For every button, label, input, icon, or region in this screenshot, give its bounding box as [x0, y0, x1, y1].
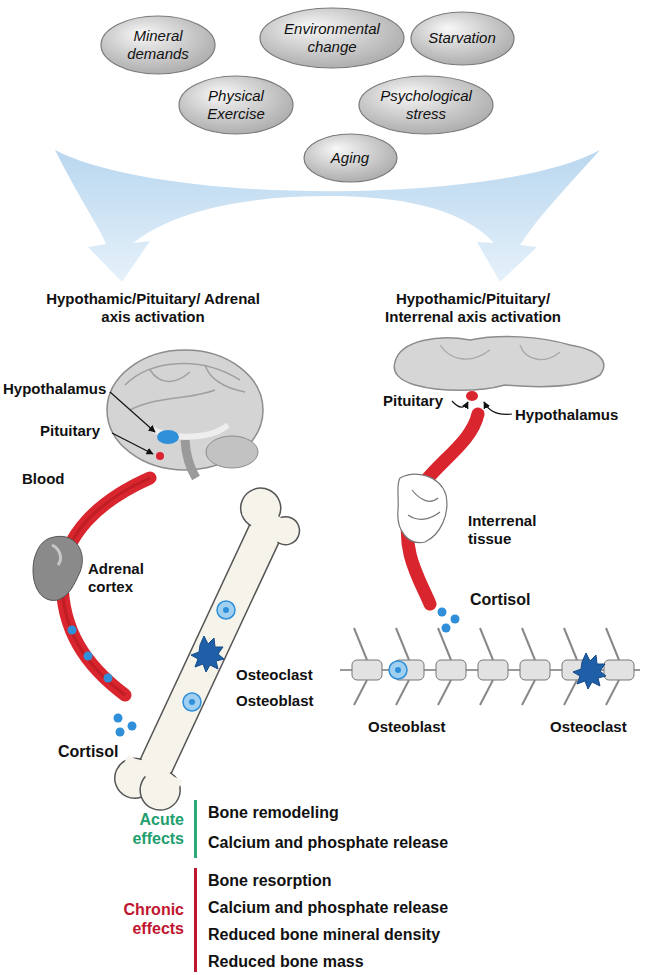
- cortisol-dots: [68, 626, 137, 737]
- stressor-text: Starvation: [428, 29, 496, 47]
- part-label: Pituitary: [40, 422, 100, 440]
- ellipse-outline: [179, 76, 293, 134]
- part-label: Interrenal tissue: [468, 512, 548, 548]
- stressor-ellipse: Mineral demands: [100, 15, 216, 75]
- part-label: Pituitary: [383, 392, 443, 410]
- stressor-ellipse: Aging: [303, 133, 398, 183]
- vertebra: [352, 660, 382, 680]
- stressor-text: Mineral demands: [118, 27, 198, 63]
- cell-label: Osteoblast: [236, 692, 314, 710]
- ellipse-outline: [304, 134, 397, 182]
- stressor-text: Environmental change: [277, 20, 387, 56]
- effect-item: Reduced bone mineral density: [208, 925, 440, 944]
- leader-line: [452, 401, 468, 407]
- haemal-spine: [480, 680, 493, 705]
- haemal-spine: [396, 680, 409, 705]
- ellipse-outline: [359, 76, 493, 134]
- haemal-spine: [606, 680, 619, 705]
- stressor-ellipse: Physical Exercise: [178, 75, 294, 135]
- effect-item: Calcium and phosphate release: [208, 833, 448, 852]
- stressor-ellipse: Psychological stress: [358, 75, 494, 135]
- effect-heading: Chronic effects: [104, 900, 184, 938]
- haemal-spine: [522, 680, 535, 705]
- cortisol-dots: [438, 608, 460, 633]
- axis-heading: Hypothamic/Pituitary/ Interrenal axis ac…: [362, 290, 584, 326]
- kidney: [33, 536, 82, 600]
- leader-line: [112, 433, 153, 454]
- ellipse-outline: [101, 16, 215, 74]
- effect-heading: Acute effects: [108, 810, 184, 848]
- effect-item: Reduced bone mass: [208, 952, 364, 971]
- fish-brain: [394, 337, 603, 401]
- femur: [108, 482, 312, 817]
- vertebra: [478, 660, 508, 680]
- haemal-spine: [354, 680, 367, 705]
- haemal-spine: [564, 680, 577, 705]
- stressor-ellipse: Starvation: [410, 11, 515, 66]
- vertebra: [604, 660, 634, 680]
- stressor-text: Psychological stress: [376, 87, 476, 123]
- interrenal-tissue: [398, 474, 447, 542]
- cell-label: Osteoclast: [236, 666, 313, 684]
- stressor-text: Aging: [331, 149, 369, 167]
- fish-spine: [340, 628, 640, 705]
- neural-spine: [564, 628, 577, 660]
- acute-bar: [194, 800, 197, 858]
- part-label: Blood: [22, 470, 65, 488]
- neural-spine: [606, 628, 619, 660]
- cell-label: Osteoblast: [368, 718, 446, 736]
- neural-spine: [354, 628, 367, 660]
- effect-item: Calcium and phosphate release: [208, 898, 448, 917]
- bone-cells: [389, 653, 606, 689]
- hormone-label: Cortisol: [58, 742, 118, 761]
- part-label: Hypothalamus: [3, 380, 106, 398]
- neural-spine: [522, 628, 535, 660]
- ellipse-outline: [260, 8, 404, 68]
- cell-label: Osteoclast: [550, 718, 627, 736]
- part-label: Adrenal cortex: [88, 560, 158, 596]
- vertebra: [520, 660, 550, 680]
- chronic-bar: [194, 868, 197, 972]
- haemal-spine: [438, 680, 451, 705]
- stressor-text: Physical Exercise: [196, 87, 276, 123]
- neural-spine: [438, 628, 451, 660]
- leader-line: [110, 392, 155, 432]
- neural-spine: [396, 628, 409, 660]
- hormone-label: Cortisol: [470, 590, 530, 609]
- neural-spine: [480, 628, 493, 660]
- stressor-ellipse: Environmental change: [259, 7, 405, 69]
- axis-heading: Hypothamic/Pituitary/ Adrenal axis activ…: [42, 290, 264, 326]
- leader-line: [484, 402, 512, 414]
- effect-item: Bone resorption: [208, 871, 332, 890]
- effect-item: Bone remodeling: [208, 803, 339, 822]
- part-label: Hypothalamus: [515, 406, 618, 424]
- vertebra: [436, 660, 466, 680]
- bone-cells: [183, 601, 235, 711]
- ellipse-outline: [411, 12, 514, 65]
- human-brain: [107, 350, 263, 478]
